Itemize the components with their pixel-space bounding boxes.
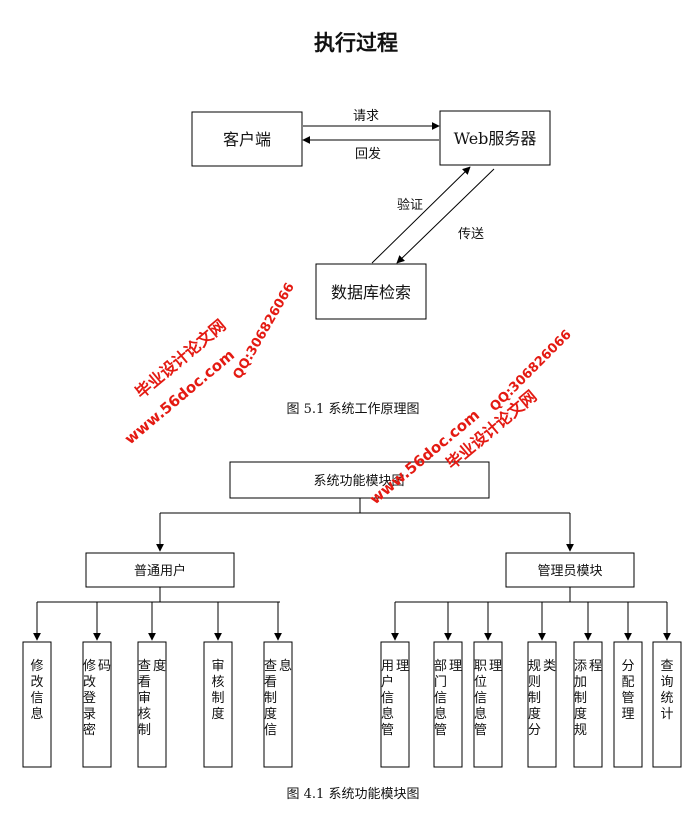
- root-module-box: [229, 461, 490, 499]
- module-label: 修改信息: [30, 659, 43, 722]
- module-label: 修改登录密码: [83, 659, 111, 738]
- module-box: [137, 641, 167, 768]
- client-label: 客户端: [223, 130, 271, 149]
- module-box: [22, 641, 52, 768]
- module-label: 查看审核制度: [138, 658, 166, 738]
- module-box: [433, 641, 463, 768]
- flow-title: 执行过程: [314, 30, 398, 55]
- verify-arrow: [371, 166, 471, 264]
- module-box: [652, 641, 682, 768]
- module-label: 规则制度分类: [528, 659, 556, 738]
- module-label: 查看制度信息: [264, 658, 292, 738]
- request-label: 请求: [353, 109, 379, 124]
- module-label: 分配管理: [621, 659, 634, 722]
- module-box: [263, 641, 293, 768]
- verify-label: 验证: [397, 197, 423, 213]
- module-label: 职位信息管理: [474, 659, 502, 738]
- module-label: 审核制度: [211, 659, 224, 722]
- reply-label: 回发: [355, 146, 381, 162]
- modules-caption: 图 4.1 系统功能模块图: [287, 787, 420, 802]
- transmit-arrow: [396, 168, 495, 264]
- admin-branch-label: 管理员模块: [537, 564, 602, 579]
- client-box: [191, 111, 303, 167]
- module-box: [473, 641, 503, 768]
- watermark-1: www.56doc.com 毕业设计论文网: [121, 316, 238, 448]
- server-box: [439, 110, 551, 166]
- module-box: [380, 641, 410, 768]
- watermark-qq: QQ:306826066: [230, 280, 297, 382]
- admin-module-list: 用户信息管理部门信息管理职位信息管理规则制度分类添加制度规程 分配管理 查询统计: [380, 602, 682, 768]
- user-branch-label: 普通用户: [134, 563, 186, 579]
- module-label: 查询统计: [660, 659, 673, 722]
- transmit-label: 传送: [458, 227, 484, 242]
- database-label: 数据库检索: [331, 283, 411, 302]
- flow-caption: 图 5.1 系统工作原理图: [287, 402, 420, 417]
- database-box: [315, 263, 427, 320]
- module-box: [613, 641, 643, 768]
- module-label: 用户信息管理: [381, 659, 409, 738]
- module-box: [203, 641, 233, 768]
- user-module-list: 修改信息 修改登录密码查看审核制度 审核制度 查看制度信息: [22, 602, 293, 768]
- module-box: [573, 641, 603, 768]
- module-box: [527, 641, 557, 768]
- module-label: 部门信息管理: [434, 659, 462, 738]
- module-box: [82, 641, 112, 768]
- user-branch-box: [85, 552, 235, 588]
- root-module-label: 系统功能模块图: [313, 474, 404, 489]
- server-label: Web服务器: [454, 129, 537, 148]
- module-label: 添加制度规程: [574, 659, 602, 738]
